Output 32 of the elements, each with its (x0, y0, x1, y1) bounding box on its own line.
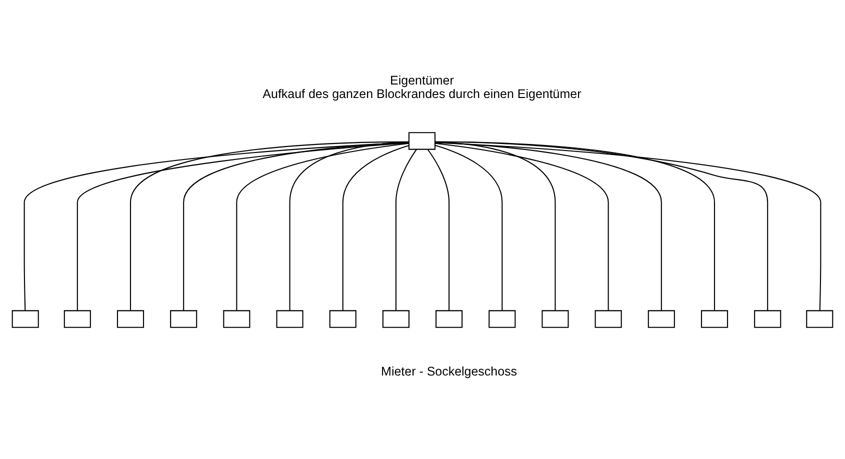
node-box (542, 310, 569, 328)
connector (289, 141, 409, 310)
node-box (488, 310, 516, 328)
node-box (408, 132, 436, 150)
node-box (436, 310, 463, 328)
connector (342, 144, 410, 310)
node-box (170, 310, 198, 328)
node-box (12, 310, 39, 328)
node-box (648, 310, 675, 328)
node-box (329, 310, 356, 328)
connector (435, 144, 503, 310)
node-box (700, 310, 728, 328)
label: Eigentümer (390, 72, 454, 87)
node-box (594, 310, 622, 328)
connector (130, 140, 409, 310)
connector (435, 142, 609, 310)
node-box (382, 310, 410, 328)
node-box (223, 310, 250, 328)
connector (435, 140, 716, 310)
connector (183, 142, 409, 310)
label: Mieter - Sockelgeschoss (381, 364, 518, 378)
node-box (116, 310, 144, 328)
connector (427, 148, 450, 310)
connector (435, 141, 556, 310)
node-box (806, 310, 834, 328)
node-box (64, 310, 91, 328)
connector (395, 148, 417, 310)
label: Aufkauf des ganzen Blockrandes durch einen Eigentümer (262, 86, 582, 100)
connector (435, 141, 662, 310)
connector (236, 142, 409, 310)
node-box (754, 310, 782, 328)
node-box (276, 310, 304, 328)
